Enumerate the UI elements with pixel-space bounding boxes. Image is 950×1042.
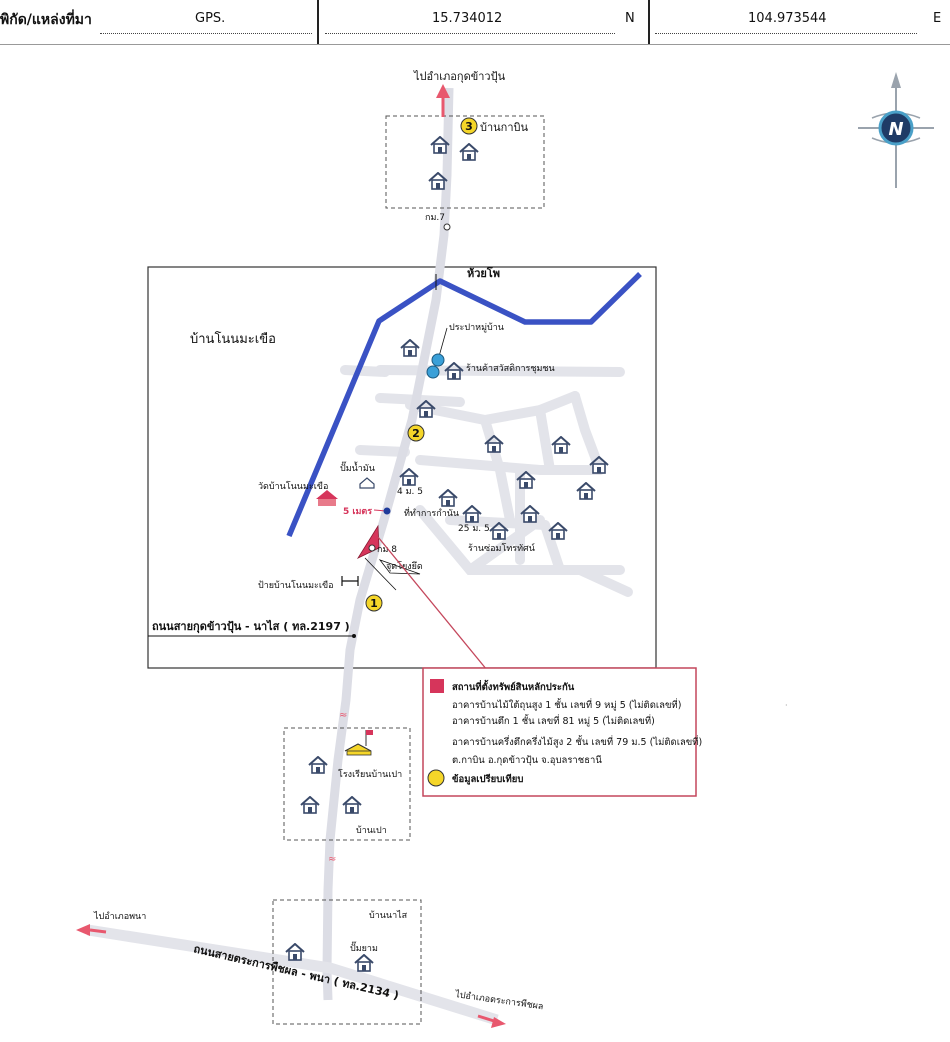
house-icon — [300, 796, 320, 814]
repair-shop-label: ร้านซ่อมโทรทัศน์ — [468, 542, 535, 554]
longitude-value: 104.973544 — [748, 11, 827, 26]
gps-dotted-line — [100, 33, 312, 34]
house-icon — [342, 796, 362, 814]
house-icon — [459, 143, 479, 161]
latitude-dotted-line — [325, 33, 615, 34]
gas-station-icon — [359, 477, 375, 489]
fuel-pump-label: ปั๊มยาม — [350, 941, 378, 954]
house-icon — [462, 505, 482, 523]
marker-number: 3 — [465, 120, 473, 133]
house-icon — [285, 943, 305, 961]
road-break-mark: ≈ — [328, 854, 336, 865]
village-roads — [340, 365, 633, 597]
north-arrow-icon — [436, 84, 450, 98]
ban-ka-bin-label: บ้านกาบิน — [480, 121, 528, 134]
west-arrow-shaft — [89, 928, 107, 934]
marker-number: 1 — [370, 597, 378, 610]
header-divider — [648, 0, 650, 44]
longitude-direction: E — [933, 11, 942, 26]
house-icon — [548, 522, 568, 540]
road-2197-dot — [352, 634, 356, 638]
school-icon — [344, 730, 373, 756]
village-sign-label: ป้ายบ้านโนนมะเขือ — [258, 580, 334, 591]
legend-line: อาคารบ้านตึก 1 ชั้น เลขที่ 81 หมู่ 5 (ไม… — [452, 714, 655, 727]
header-rule — [0, 44, 950, 45]
house-4-label: 4 ม. 5 — [397, 487, 423, 497]
house-icon — [551, 436, 571, 454]
house-icon — [576, 482, 596, 500]
huai-pho-label: ห้วยโพ — [467, 266, 500, 280]
house-icon — [438, 489, 458, 507]
highway-2134 — [87, 924, 499, 1026]
village-water-supply-label: ประปาหมู่บ้าน — [449, 322, 504, 333]
survey-point-label: จุดโยงยึด — [386, 561, 423, 572]
ban-na-sai-label: บ้านนาไส — [369, 910, 408, 921]
east-arrow-shaft — [477, 1014, 495, 1023]
house-icon — [400, 339, 420, 357]
header-divider — [317, 0, 319, 44]
compass-rose: N — [858, 72, 934, 188]
latitude-direction: N — [625, 11, 635, 26]
huai-pho-creek — [286, 272, 642, 538]
community-store-label: ร้านค้าสวัสดิการชุมชน — [466, 363, 555, 374]
km7-marker — [443, 223, 451, 231]
house-icon — [444, 362, 464, 380]
legend-title: สถานที่ตั้งทรัพย์สินหลักประกัน — [452, 679, 575, 693]
compass-letter: N — [888, 119, 903, 140]
property-legend-swatch — [430, 679, 444, 693]
ban-ka-bin-box — [385, 115, 545, 209]
survey-triangle — [378, 559, 421, 575]
ban-pao-box — [283, 727, 411, 841]
gas-station-label: ปั๊มน้ำมัน — [340, 461, 375, 474]
marker-number: 2 — [412, 427, 420, 440]
water-supply-icon — [431, 353, 445, 367]
water-tank-icon — [426, 365, 440, 379]
ban-na-sai-box — [272, 899, 422, 1025]
comparison-marker — [407, 424, 425, 442]
headman-office-label: ที่ทำการกำนัน — [404, 506, 459, 519]
gps-header: พิกัด/แหล่งที่มา GPS. 15.734012 N 104.97… — [0, 0, 950, 44]
house-icon — [354, 954, 374, 972]
legend-comparison: ข้อมูลเปรียบเทียบ — [452, 773, 523, 786]
stray-mark: · — [785, 701, 788, 710]
gps-label: GPS. — [195, 11, 226, 26]
km7-label: กม.7 — [425, 213, 445, 223]
village-frame — [147, 266, 657, 669]
km8-label: กม.8 — [377, 545, 397, 555]
distance-label: 5 เมตร — [343, 507, 372, 517]
to-phana-label: ไปอำเภอพนา — [93, 911, 146, 922]
temple-label: วัดบ้านโนนมะเขือ — [258, 481, 328, 492]
village-sign-icon — [341, 576, 359, 586]
road-break-mark: ≈ — [339, 710, 347, 721]
west-arrow-icon — [76, 924, 90, 936]
house-icon — [399, 468, 419, 486]
legend-line: อาคารบ้านไม้ใต้ถุนสูง 1 ชั้น เลขที่ 9 หม… — [452, 698, 681, 711]
comparison-marker — [460, 117, 478, 135]
legend-pointer-line — [377, 536, 488, 671]
road-2197-label: ถนนสายกุดข้าวปุ้น - นาไส ( ทล.2197 ) — [152, 619, 350, 634]
comparison-marker — [365, 594, 383, 612]
house-25-label: 25 ม. 5 — [458, 524, 490, 534]
latitude-value: 15.734012 — [432, 11, 503, 26]
legend-box — [422, 667, 697, 797]
east-arrow-icon — [491, 1017, 506, 1028]
to-kut-khao-pun-label: ไปอำเภอกุดข้าวปุ้น — [413, 70, 506, 83]
temple-icon — [316, 490, 338, 506]
house-icon — [308, 756, 328, 774]
source-label: พิกัด/แหล่งที่มา — [0, 12, 92, 28]
survey-pointer — [364, 557, 397, 591]
comparison-legend-swatch — [427, 769, 445, 787]
school-label: โรงเรียนบ้านเปา — [338, 769, 402, 780]
legend-line: อาคารบ้านครึ่งตึกครึ่งไม้สูง 2 ชั้น เลขท… — [452, 735, 702, 748]
headman-office-icon — [383, 507, 391, 515]
longitude-dotted-line — [655, 33, 917, 34]
ban-pao-label: บ้านเปา — [356, 825, 387, 836]
highway-2197 — [322, 87, 454, 1001]
km8-marker — [368, 544, 376, 552]
legend-line: ต.กาบิน อ.กุดข้าวปุ้น จ.อุบลราชธานี — [452, 754, 602, 766]
ban-non-ma-khuea-label: บ้านโนนมะเขือ — [190, 331, 276, 347]
